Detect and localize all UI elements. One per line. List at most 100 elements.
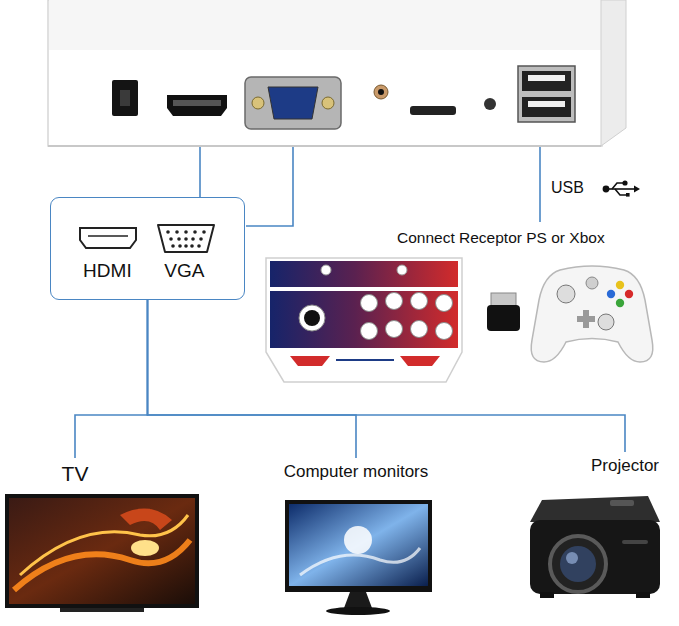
vga-icon — [158, 225, 214, 252]
arcade-controller-part — [266, 258, 462, 382]
usb-ports-part — [522, 97, 571, 117]
gamepad-part — [607, 290, 615, 298]
hdmi-port-part — [173, 100, 221, 106]
gamepad — [531, 266, 653, 362]
projector-picture-part — [530, 496, 660, 522]
power-jack — [112, 80, 138, 116]
usb-ports-part — [528, 75, 565, 81]
port-name: HDMI — [69, 260, 145, 282]
arcade-controller-part — [336, 359, 394, 361]
console-box-part — [49, 0, 601, 50]
connector-line — [75, 300, 148, 458]
hdmi-port-part — [167, 95, 227, 116]
arcade-controller-part — [270, 291, 458, 348]
port-label: USB — [551, 179, 584, 197]
hdmi-port — [167, 95, 227, 116]
card-slot — [410, 106, 456, 115]
device-label: Computer monitors — [281, 458, 432, 486]
usb-symbol-part — [612, 183, 624, 189]
arcade-controller-part — [400, 356, 440, 366]
monitor-picture-part — [344, 592, 372, 608]
leader-line-part — [246, 147, 293, 226]
arcade-controller-part — [304, 310, 320, 326]
device-label: TV — [59, 458, 92, 490]
gamepad-part — [586, 277, 598, 289]
port-name: VGA — [146, 260, 222, 282]
projector-picture-part — [550, 536, 606, 592]
power-jack-part — [112, 80, 138, 116]
device-name: Computer monitors — [284, 462, 429, 482]
arcade-controller-part-part — [411, 293, 428, 310]
vga-icon-part-part — [178, 244, 182, 248]
tv-picture-part — [5, 494, 199, 608]
usb-ports — [518, 66, 575, 122]
arcade-controller-part-part — [361, 323, 378, 340]
gamepad-part — [616, 281, 624, 289]
arcade-controller-part — [397, 265, 407, 275]
vga-port-part — [245, 77, 341, 129]
arcade-controller-part — [361, 293, 453, 340]
device-label: Projector — [588, 452, 662, 480]
vga-icon-part-part — [171, 244, 175, 248]
leader-line-part — [539, 147, 541, 222]
arcade-controller-part-part — [411, 321, 428, 338]
monitor-picture — [285, 500, 432, 615]
hdmi-icon-part — [80, 228, 136, 248]
vga-icon-part — [166, 230, 206, 248]
vga-port — [245, 77, 341, 129]
projector-picture-part — [566, 552, 578, 564]
tv-picture-part — [9, 498, 195, 604]
tv-picture-part — [60, 608, 144, 612]
vga-icon-part-part — [197, 244, 201, 248]
console-box-part — [48, 145, 601, 147]
vga-icon-part-part — [169, 237, 173, 241]
connector-line — [148, 300, 626, 452]
audio-jack-part — [378, 89, 384, 95]
projector-picture-part — [540, 592, 554, 598]
vga-icon-part-part — [175, 230, 179, 234]
console-box — [48, 0, 626, 146]
projector-picture-part — [622, 540, 648, 544]
monitor-picture-part — [285, 500, 432, 592]
projector-picture-part — [636, 592, 650, 598]
usb-symbol-part — [603, 186, 608, 191]
vga-icon-part-part — [190, 244, 194, 248]
tv-picture — [5, 494, 199, 612]
connector-line — [148, 300, 357, 458]
gamepad-part — [598, 314, 614, 330]
usb-ports-part — [528, 101, 565, 107]
vga-port-part — [252, 97, 264, 109]
usb-receiver-part — [487, 305, 520, 331]
usb-receiver-part — [491, 293, 516, 307]
vga-icon-part-part — [184, 230, 188, 234]
vga-icon-part-part — [193, 230, 197, 234]
console-box-part — [48, 0, 602, 146]
gamepad-part — [616, 299, 624, 307]
gamepad-part — [531, 266, 653, 362]
note-text: Connect Receptor PS or Xbox — [397, 229, 605, 247]
vga-icon-part — [158, 225, 214, 252]
arcade-controller-part — [321, 265, 331, 275]
hdmi-icon — [80, 228, 136, 248]
monitor-picture-part — [300, 548, 420, 575]
audio-jack — [374, 85, 388, 99]
vga-port-part — [268, 87, 318, 119]
gamepad-part — [577, 310, 595, 328]
projector-picture-part — [560, 546, 596, 582]
arcade-controller-part-part — [436, 323, 453, 340]
vga-icon-part-part — [191, 237, 195, 241]
device-name: Projector — [591, 456, 659, 476]
usb-ports-part — [518, 66, 575, 122]
arcade-controller-part-part — [386, 293, 403, 310]
arcade-controller-part-part — [386, 321, 403, 338]
projector-picture-part — [530, 520, 660, 594]
vga-icon-part-part — [199, 237, 203, 241]
gamepad-part — [625, 290, 633, 298]
arcade-controller-part-part — [436, 295, 453, 312]
vga-port-part — [322, 97, 334, 109]
usb-receiver — [487, 293, 520, 331]
arcade-controller-part — [270, 261, 458, 287]
